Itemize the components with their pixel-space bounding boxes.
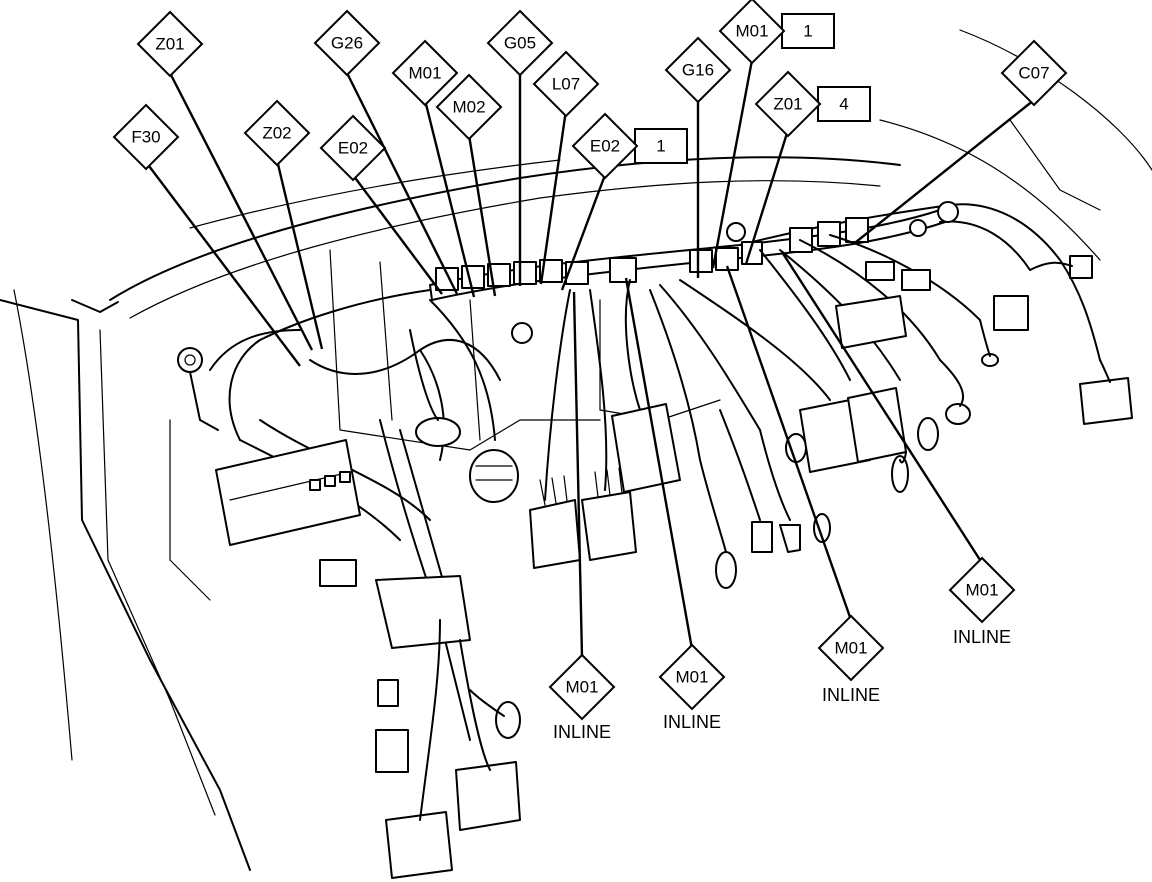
callout-code: Z02: [262, 124, 291, 143]
callout-diamond: [1000, 39, 1068, 107]
leader-lines: [145, 59, 1035, 658]
leader-m01-inline-1: [572, 291, 584, 658]
callout-c07: C07: [1000, 39, 1068, 107]
leader-z02: [275, 159, 324, 350]
callout-code: M01: [965, 581, 998, 600]
callout-code: E02: [590, 137, 620, 156]
leader-m01-top: [711, 59, 754, 269]
callout-diamond: [313, 9, 381, 77]
callout-code: G26: [331, 34, 363, 53]
callout-diamond: [571, 112, 639, 180]
callout-g05: G05: [486, 9, 554, 77]
callout-diamond: [664, 36, 732, 104]
callout-z02: Z02: [243, 99, 311, 167]
leader-z01-top: [168, 72, 314, 351]
callout-note: INLINE: [663, 712, 721, 732]
callout-f30: F30: [112, 103, 180, 171]
callout-e02-left: E02: [319, 114, 387, 182]
callout-diamond: [243, 99, 311, 167]
callout-box-number: 1: [656, 137, 665, 156]
leader-m01-inline-4: [780, 251, 984, 564]
callout-code: M01: [675, 668, 708, 687]
leader-f30: [145, 161, 301, 367]
callout-code: C07: [1018, 64, 1049, 83]
center-harness-branches: [409, 279, 831, 589]
callout-g16: G16: [664, 36, 732, 104]
leader-z01-right: [744, 129, 790, 265]
callout-diamond: [136, 10, 204, 78]
callout-code: M01: [834, 639, 867, 658]
callout-diamond: [754, 70, 822, 138]
callout-g26: G26: [313, 9, 381, 77]
leader-m01-inline-3: [725, 265, 853, 621]
leader-e02-left: [352, 174, 443, 295]
right-harness-branches: [759, 234, 1133, 493]
callout-box: [634, 128, 688, 164]
callout-code: M02: [452, 98, 485, 117]
callout-m02: M02: [435, 73, 503, 141]
callout-m01-second: M01: [391, 39, 459, 107]
callout-diamond: [532, 50, 600, 118]
leader-m01-second: [423, 99, 476, 298]
callout-code: M01: [408, 64, 441, 83]
callout-box-number: 4: [839, 95, 848, 114]
callout-diamond: [319, 114, 387, 182]
dashboard-outline-art: [0, 29, 1152, 871]
callout-code: G16: [682, 61, 714, 80]
left-harness-branch: [177, 289, 521, 879]
callout-code: Z01: [155, 35, 184, 54]
callout-diamond: [486, 9, 554, 77]
leader-e02-right: [560, 174, 607, 291]
main-harness-trunk: [429, 201, 1101, 361]
callout-m01-top: 1 M01: [718, 0, 835, 65]
callout-diamond: [548, 653, 616, 721]
callout-z01-top: Z01: [136, 10, 204, 78]
callout-diamond: [948, 556, 1016, 624]
callout-code: E02: [338, 139, 368, 158]
callout-diamond: [435, 73, 503, 141]
callout-z01-right: 4 Z01: [754, 70, 871, 138]
callout-box-number: 1: [803, 22, 812, 41]
callout-diamond: [391, 39, 459, 107]
leader-c07: [855, 99, 1035, 243]
leader-l07: [539, 109, 568, 285]
callout-code: G05: [504, 34, 536, 53]
callout-diamond: [718, 0, 786, 65]
callout-diamond: [112, 103, 180, 171]
callout-e02-right: 1 E02: [571, 112, 688, 180]
callout-code: M01: [735, 22, 768, 41]
callout-note: INLINE: [553, 722, 611, 742]
callout-code: F30: [131, 128, 160, 147]
leader-g26: [345, 72, 459, 295]
callout-code: L07: [552, 75, 580, 94]
callout-diamond: [658, 643, 726, 711]
leader-m02: [467, 134, 497, 297]
leader-m01-inline-2: [624, 277, 694, 650]
callout-code: M01: [565, 678, 598, 697]
callout-note: INLINE: [953, 627, 1011, 647]
callout-code: Z01: [773, 95, 802, 114]
callout-diamond: [817, 614, 885, 682]
callout-l07: L07: [532, 50, 600, 118]
callout-note: INLINE: [822, 685, 880, 705]
